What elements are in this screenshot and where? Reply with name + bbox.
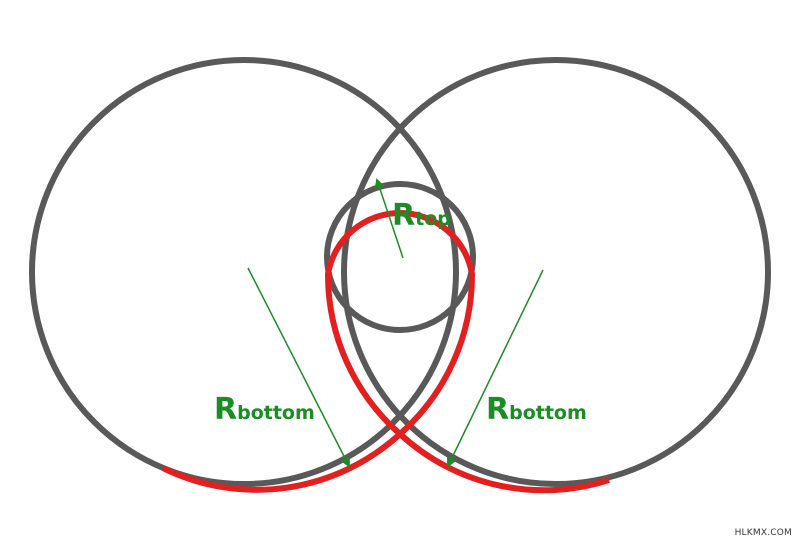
r-bottom-left-label-main: R [214,392,237,427]
r-bottom-right-label-sub: bottom [509,402,587,424]
r-top-arrow [374,178,404,259]
r-bottom-left-label: Rbottom [214,392,315,427]
r-top-label-main: R [392,198,415,233]
r-top-label: Rtop [392,198,451,233]
r-bottom-left-label-sub: bottom [237,402,315,424]
top-small-circle [324,181,476,333]
red-teardrop-curve [324,210,476,437]
r-top-label-sub: top [415,208,451,230]
left-large-circle [29,57,459,487]
watermark: HLKMX.COM [734,528,792,538]
r-bottom-right-arrow [446,269,544,468]
right-large-circle [341,57,771,487]
r-bottom-right-label-main: R [486,392,509,427]
r-bottom-right-label: Rbottom [486,392,587,427]
right-bottom-red-arc [397,431,610,494]
left-bottom-red-arc [161,431,403,493]
r-bottom-left-arrow [247,267,350,468]
